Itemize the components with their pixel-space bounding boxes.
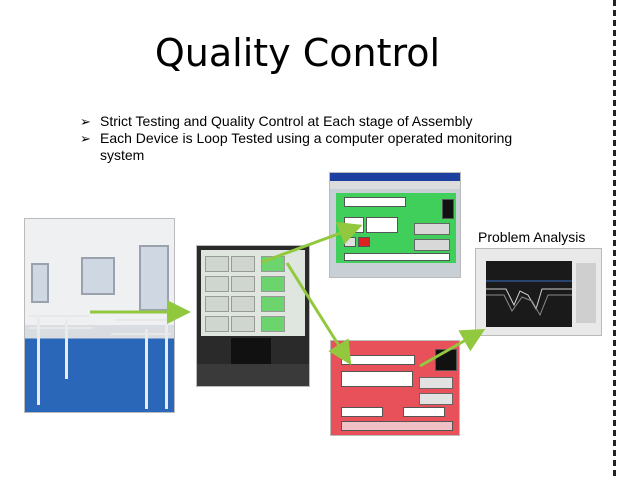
arrow-bullet-icon: ➢ (80, 131, 91, 146)
green-test-window-photo (329, 172, 461, 278)
assembly-room-photo (24, 218, 175, 413)
problem-analysis-graph-photo (475, 248, 602, 336)
slide-right-edge (610, 0, 638, 479)
red-test-window-photo (330, 340, 460, 436)
arrow-monitor-to-green-window (261, 221, 363, 264)
bullet-list: ➢ Strict Testing and Quality Control at … (80, 113, 550, 164)
arrow-bullet-icon: ➢ (80, 114, 91, 129)
bullet-item: ➢ Each Device is Loop Tested using a com… (80, 130, 550, 164)
arrow-monitor-to-red-window (285, 262, 352, 366)
waveform-trace (486, 280, 572, 317)
bullet-item: ➢ Strict Testing and Quality Control at … (80, 113, 550, 130)
bullet-text: Strict Testing and Quality Control at Ea… (100, 113, 473, 129)
bullet-text: Each Device is Loop Tested using a compu… (100, 130, 513, 163)
arrow-red-window-to-graph (419, 329, 486, 368)
problem-analysis-caption: Problem Analysis (478, 229, 586, 245)
slide-title: Quality Control (154, 31, 441, 75)
